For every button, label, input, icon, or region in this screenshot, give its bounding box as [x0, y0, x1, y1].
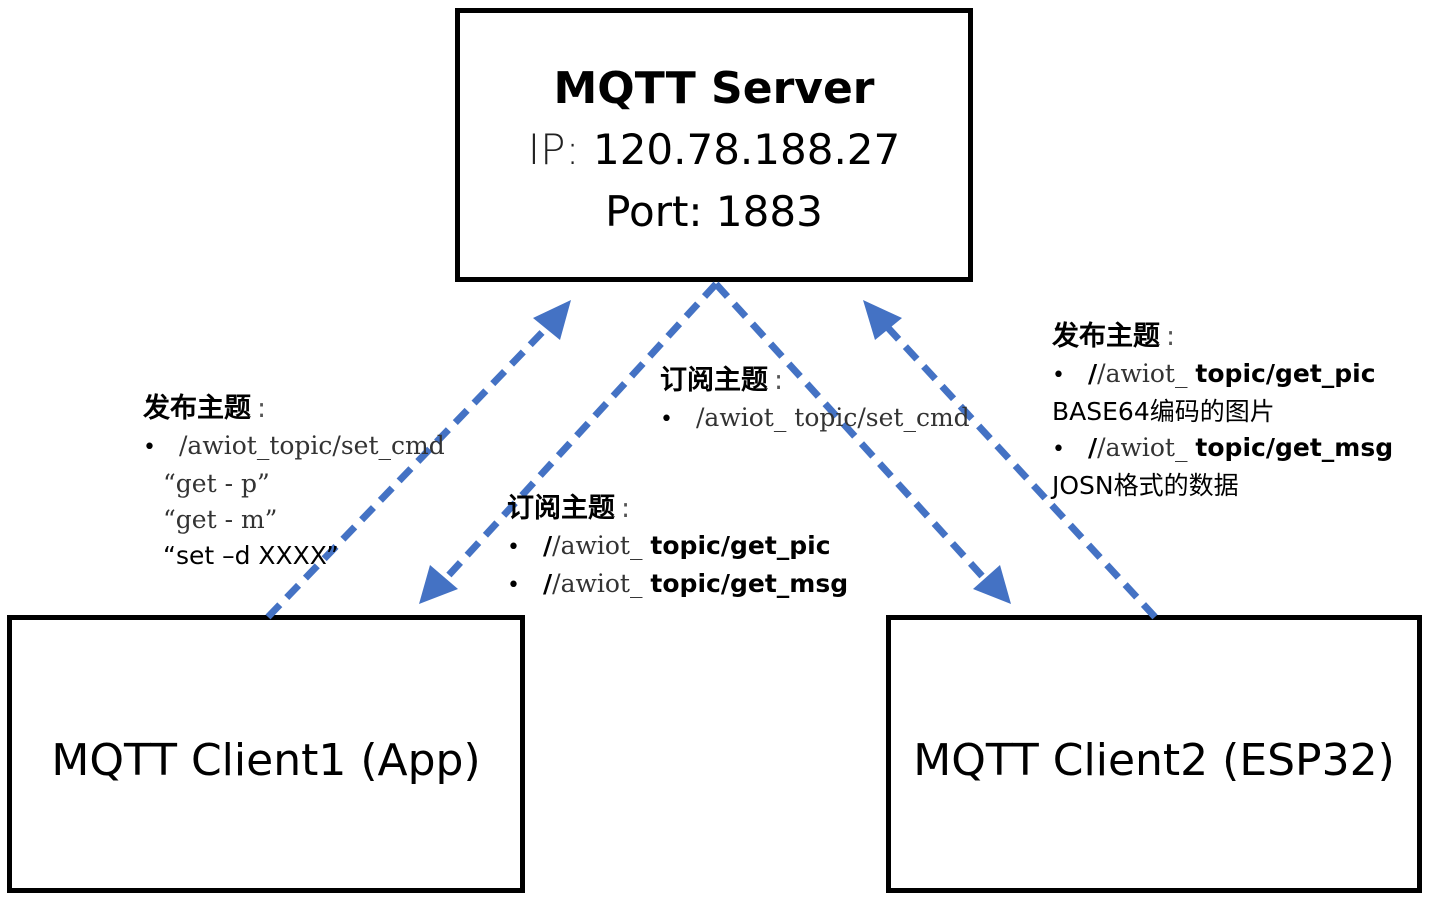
arrowhead-at-client2	[973, 565, 1011, 604]
command-set-d: “set –d XXXX”	[163, 541, 339, 570]
arrow-client1-to-server	[265, 315, 559, 620]
server-ip: IP: 120.78.188.27	[460, 125, 968, 174]
client2-publish-topic1-row: •//awiot_ topic/get_pic	[1052, 356, 1393, 394]
topic-prefix: /awiot_	[1097, 359, 1196, 388]
client2-publish-header-text: 发布主题	[1052, 321, 1160, 352]
arrowhead-at-server-left	[533, 300, 571, 340]
client2-publish-header: 发布主题:	[1052, 318, 1393, 356]
client1-publish-topic-row: • /awiot_topic/set_cmd	[143, 428, 445, 466]
server-subscribe-header: 订阅主题:	[660, 362, 970, 400]
client2-publish-note: 发布主题: •//awiot_ topic/get_pic BASE64编码的图…	[1052, 318, 1393, 504]
client2-publish-topic2-row: •//awiot_ topic/get_msg	[1052, 430, 1393, 468]
mqtt-client1-box: MQTT Client1 (App)	[7, 615, 525, 893]
client1-subscribe-topic-row: •//awiot_ topic/get_pic	[507, 528, 848, 566]
bullet: •	[507, 535, 520, 560]
arrow-server-to-client1	[434, 281, 719, 591]
client1-publish-header-text: 发布主题	[143, 393, 251, 424]
bullet: •	[143, 435, 156, 460]
mqtt-client2-box: MQTT Client2 (ESP32)	[886, 615, 1422, 893]
client1-subscribe-header-text: 订阅主题	[507, 493, 615, 524]
mqtt-server-box: MQTT Server IP: 120.78.188.27 Port: 1883	[455, 8, 973, 282]
client1-title: MQTT Client1 (App)	[51, 735, 481, 786]
arrow-server-to-client2	[713, 281, 996, 591]
server-subscribe-topic-row: • /awiot_ topic/set_cmd	[660, 400, 970, 438]
server-subscribe-colon: :	[774, 365, 784, 396]
topic-get-pic: topic/get_pic	[1195, 359, 1376, 388]
topic-prefix: /awiot_	[1097, 433, 1196, 462]
server-subscribe-header-text: 订阅主题	[660, 365, 768, 396]
topic-get-pic: topic/get_pic	[650, 531, 831, 560]
client1-subscribe-colon: :	[621, 493, 631, 524]
client1-subscribe-header: 订阅主题:	[507, 490, 848, 528]
client1-publish-note: 发布主题: • /awiot_topic/set_cmd “get - p” “g…	[143, 390, 445, 574]
client1-publish-header: 发布主题:	[143, 390, 445, 428]
bullet: •	[1052, 363, 1065, 388]
server-subscribe-topic: /awiot_ topic/set_cmd	[696, 403, 970, 432]
client2-title: MQTT Client2 (ESP32)	[913, 735, 1395, 786]
client1-publish-colon: :	[257, 393, 267, 424]
client1-subscribe-topic-row: •//awiot_ topic/get_msg	[507, 566, 848, 604]
topic-prefix: /awiot_	[552, 569, 651, 598]
topic-get-msg: topic/get_msg	[650, 569, 849, 598]
client1-publish-topic: /awiot_topic/set_cmd	[179, 431, 445, 460]
command-get-m: “get - m”	[163, 505, 278, 534]
arrowhead-at-server-right	[863, 300, 902, 340]
topic-prefix: /awiot_	[552, 531, 651, 560]
topic-get-msg: topic/get_msg	[1195, 433, 1394, 462]
topic2-description: JOSN格式的数据	[1052, 471, 1239, 500]
topic1-description: BASE64编码的图片	[1052, 397, 1275, 426]
arrow-client2-to-server	[876, 315, 1158, 620]
server-ip-label: IP:	[527, 125, 580, 174]
bullet: •	[507, 573, 520, 598]
arrowhead-at-client1	[419, 565, 458, 604]
client2-publish-colon: :	[1166, 321, 1176, 352]
server-subscribe-note: 订阅主题: • /awiot_ topic/set_cmd	[660, 362, 970, 438]
command-get-p: “get - p”	[163, 469, 270, 498]
server-port: Port: 1883	[605, 187, 823, 236]
client1-subscribe-note: 订阅主题: •//awiot_ topic/get_pic •//awiot_ …	[507, 490, 848, 604]
server-ip-value: 120.78.188.27	[592, 125, 901, 174]
bullet: •	[660, 407, 673, 432]
server-title: MQTT Server	[553, 63, 875, 114]
bullet: •	[1052, 437, 1065, 462]
